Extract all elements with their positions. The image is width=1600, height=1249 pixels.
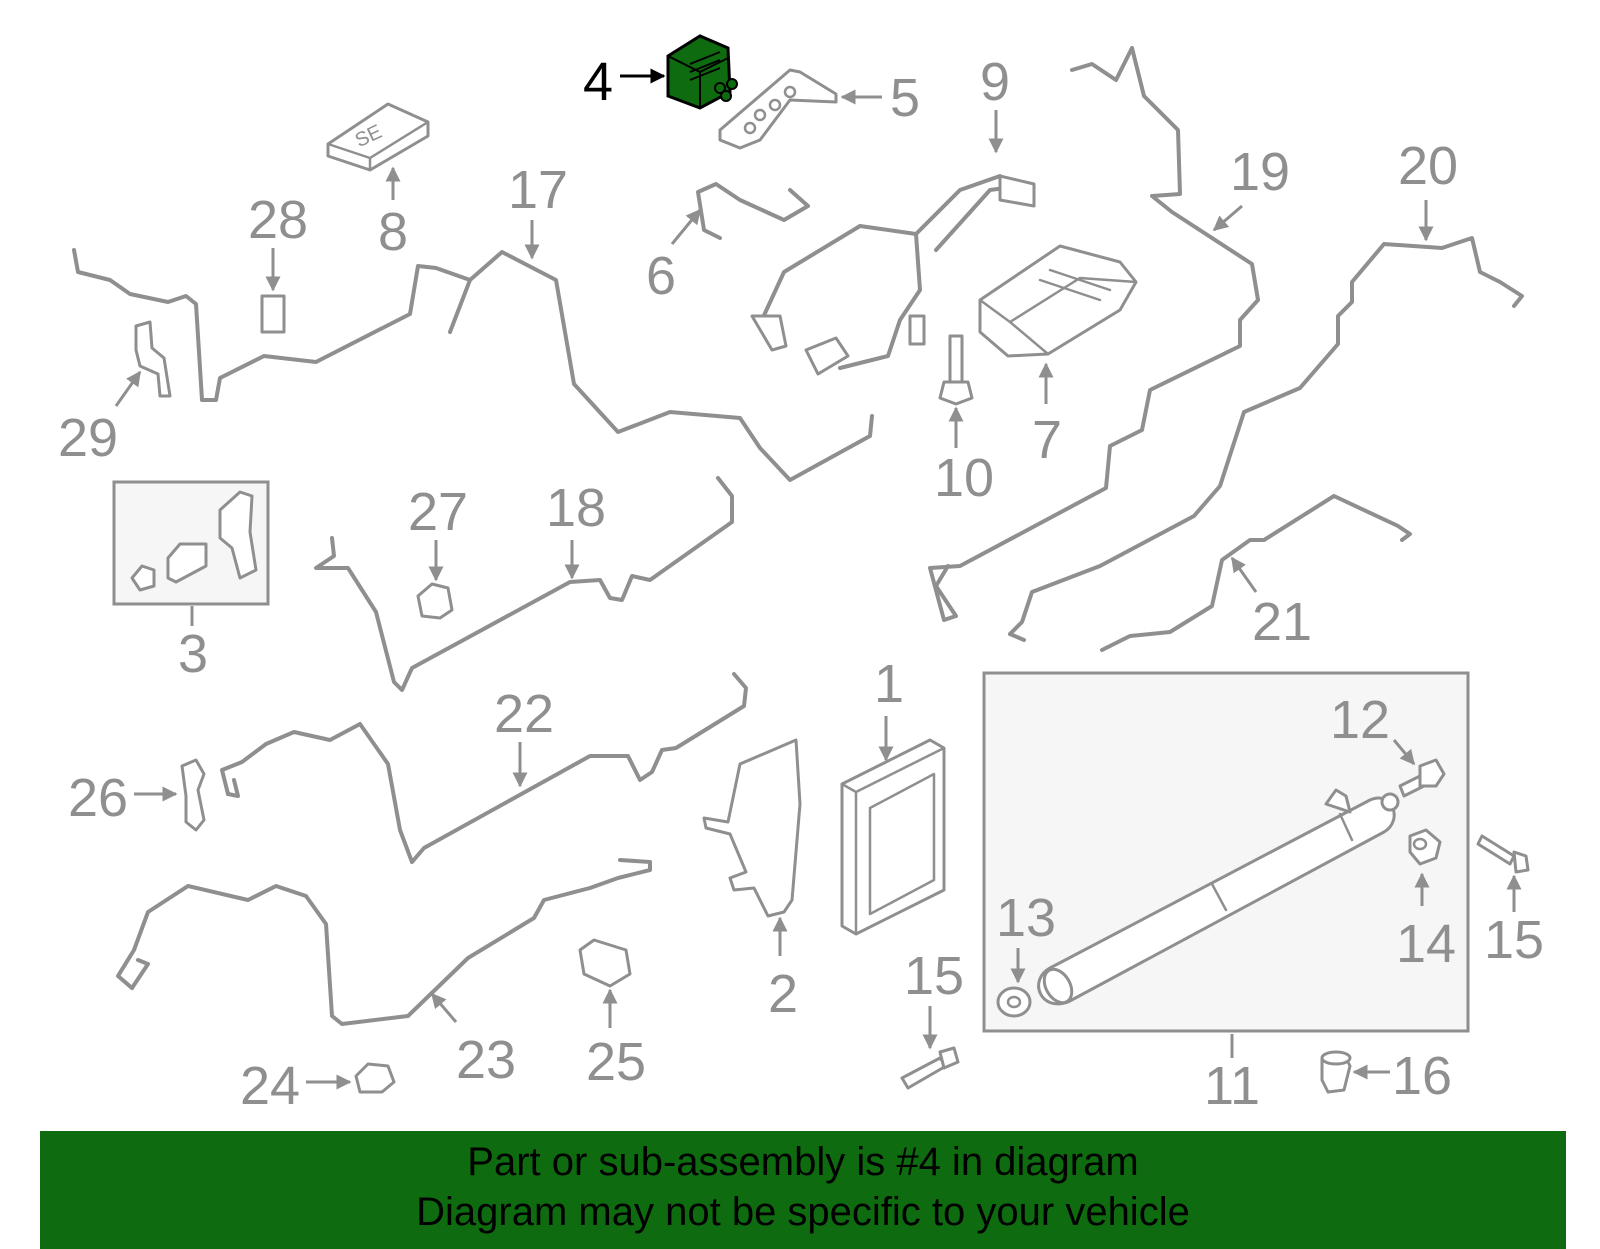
leader-23 [430,992,458,1023]
part-28 [260,294,286,334]
part-4-relay[interactable] [666,34,738,110]
banner-line-2: Diagram may not be specific to your vehi… [416,1190,1190,1234]
part-9-harness [750,174,1036,376]
callout-18[interactable]: 18 [546,478,606,538]
tube-19 [928,46,1260,622]
part-29 [134,320,172,398]
callout-1[interactable]: 1 [874,654,904,714]
callout-21[interactable]: 21 [1252,592,1312,652]
tube-23-end [130,958,150,990]
callout-13[interactable]: 13 [996,888,1056,948]
leader-12 [1392,739,1416,766]
tube-17 [72,248,874,482]
leader-29 [114,370,142,407]
callout-12[interactable]: 12 [1330,690,1390,750]
part-15-bolt-b [1476,834,1530,874]
part-7-module [978,244,1138,358]
callout-19[interactable]: 19 [1230,142,1290,202]
callout-11[interactable]: 11 [1204,1056,1260,1116]
tube-23 [116,858,652,1026]
leader-21 [1230,556,1258,593]
part-15-bolt-a [900,1046,960,1090]
part-14-bushing [1408,828,1442,866]
callout-15b[interactable]: 15 [1484,910,1544,970]
tube-22 [220,672,748,864]
callout-5[interactable]: 5 [890,68,920,128]
info-banner: Part or sub-assembly is #4 in diagram Di… [40,1131,1566,1249]
leader-6 [670,208,702,245]
callout-28[interactable]: 28 [248,190,308,250]
tube-20-end [1008,632,1026,642]
part-8-label: SE [326,102,430,172]
callout-10[interactable]: 10 [934,448,994,508]
part-2-bracket [702,738,802,918]
callout-9[interactable]: 9 [980,52,1010,112]
part-10-bolt [938,334,974,406]
callout-4[interactable]: 4 [583,52,613,112]
callout-20[interactable]: 20 [1398,136,1458,196]
part-12-bolt [1398,758,1446,798]
part-16-grommet [1320,1050,1352,1094]
tube-20 [1008,236,1524,636]
callout-29[interactable]: 29 [58,408,118,468]
part-25 [578,938,632,988]
tube-22-end [226,778,240,798]
callout-15a[interactable]: 15 [904,946,964,1006]
callout-25[interactable]: 25 [586,1032,646,1092]
banner-line-1: Part or sub-assembly is #4 in diagram [467,1140,1139,1184]
callout-6[interactable]: 6 [646,246,676,306]
callout-26[interactable]: 26 [68,768,128,828]
part-27 [416,582,454,620]
callout-8[interactable]: 8 [378,202,408,262]
callout-27[interactable]: 27 [408,482,468,542]
part-3-clips [130,490,258,592]
callout-16[interactable]: 16 [1392,1046,1452,1106]
callout-23[interactable]: 23 [456,1030,516,1090]
tube-21 [1100,494,1412,652]
leader-19 [1212,204,1243,232]
part-24 [354,1062,396,1094]
callout-3[interactable]: 3 [178,624,208,684]
tube-18 [314,476,734,692]
part-6 [696,182,810,240]
part-1-module [840,738,946,936]
part-11-damper [1037,788,1400,1006]
callout-17[interactable]: 17 [508,160,568,220]
callout-7[interactable]: 7 [1032,410,1062,470]
callout-2[interactable]: 2 [768,964,798,1024]
callout-24[interactable]: 24 [240,1056,300,1116]
part-5-bracket [718,68,838,150]
callout-22[interactable]: 22 [494,684,554,744]
tube-17-branch [448,278,472,334]
callout-14[interactable]: 14 [1396,914,1456,974]
part-26 [180,758,206,832]
part-13-bushing [996,986,1032,1018]
